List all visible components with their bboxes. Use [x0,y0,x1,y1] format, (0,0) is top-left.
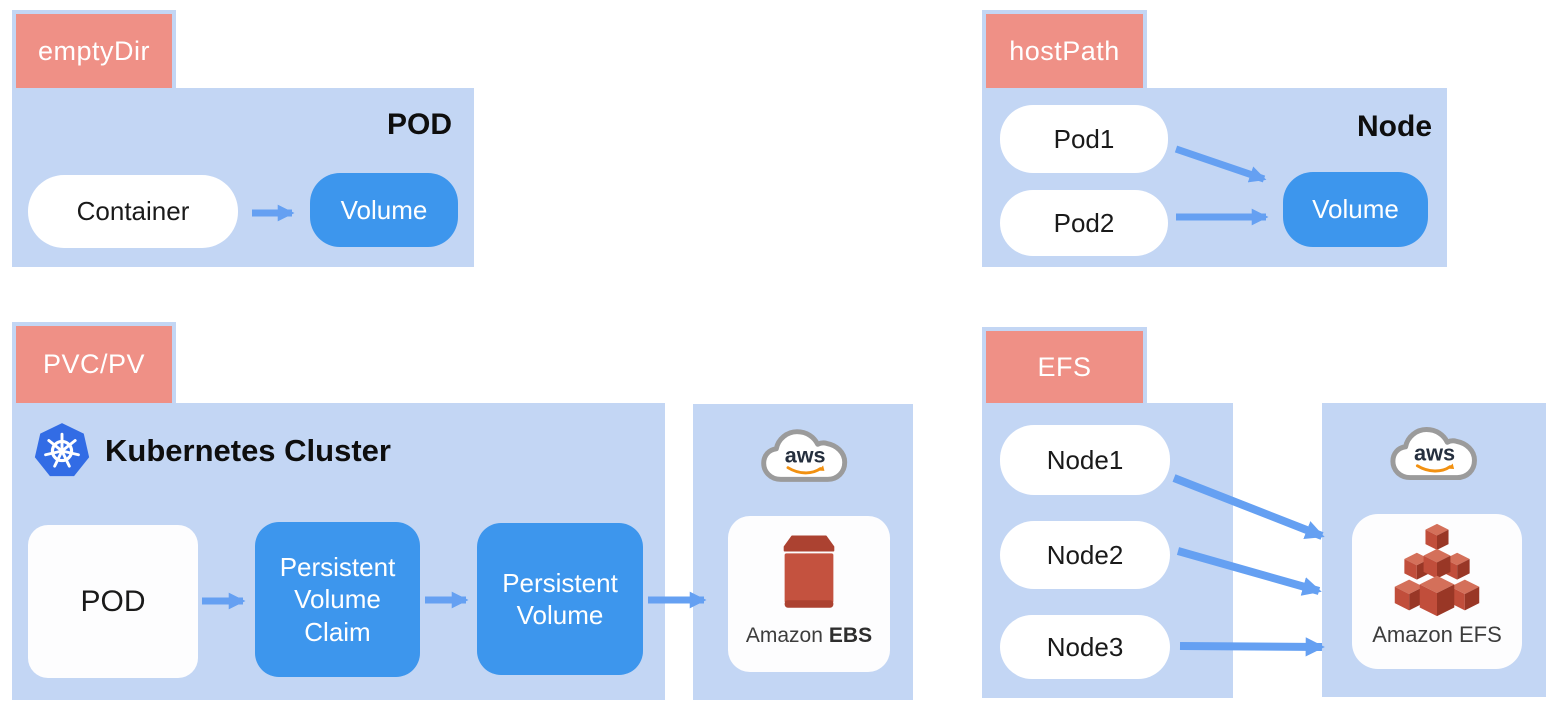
emptydir-pod-title: POD [386,108,452,141]
aws-cloud-icon: aws [1390,427,1477,481]
cluster-title: Kubernetes Cluster [105,433,391,468]
emptydir-tab-holder: emptyDir [12,10,176,88]
amazon-ebs-icon [783,535,835,608]
emptydir-tab: emptyDir [16,14,172,88]
pvc-box: Persistent Volume Claim [255,522,420,677]
amazon-efs-card: Amazon EFS [1352,514,1522,669]
section-pvcpv: PVC/PV Kubernetes Cluster [12,322,665,700]
hostpath-tab-holder: hostPath [982,10,1147,88]
emptydir-volume-label: Volume [340,194,428,225]
aws-cloud-icon: aws [761,429,848,482]
emptydir-volume-box: Volume [310,173,458,247]
node3-label: Node3 [1046,631,1124,662]
hostpath-node-title: Node [1357,110,1432,143]
amazon-efs-icon [1394,523,1480,617]
pvcpv-tab-label: PVC/PV [42,349,146,379]
node1-box: Node1 [1000,425,1170,495]
pvc-pod-box: POD [28,525,198,678]
ebs-label-regular: Amazon [745,624,823,647]
hostpath-tab: hostPath [986,14,1143,88]
container-box: Container [28,175,238,248]
pvc-pod-label: POD [80,584,146,618]
pv-label: Persistent Volume [502,567,618,631]
aws-wordmark: aws [1414,440,1455,465]
pvcpv-tab: PVC/PV [16,326,172,403]
ebs-label-bold: EBS [828,624,873,647]
pod1-box: Pod1 [1000,105,1168,173]
pv-box: Persistent Volume [477,523,643,675]
pvc-label: Persistent Volume Claim [279,551,396,647]
container-label: Container [76,196,190,226]
node2-label: Node2 [1046,539,1124,570]
section-efs: EFS Node1 Node2 Node3 [982,322,1233,698]
efs-tab: EFS [986,331,1143,403]
hostpath-volume-box: Volume [1283,172,1428,247]
cluster-header: Kubernetes Cluster [33,421,391,481]
efs-tab-holder: EFS [982,327,1147,403]
node3-box: Node3 [1000,615,1170,679]
efs-label: Amazon EFS [1372,622,1502,647]
pod2-label: Pod2 [1053,207,1115,238]
section-hostpath: hostPath Node Pod1 Pod2 Volume [982,10,1447,267]
pod1-label: Pod1 [1053,123,1115,154]
aws-wordmark: aws [785,442,826,467]
node1-label: Node1 [1046,444,1124,475]
efs-tab-label: EFS [1037,351,1092,382]
pvcpv-tab-holder: PVC/PV [12,322,176,403]
kubernetes-logo-icon [34,423,90,477]
emptydir-tab-label: emptyDir [37,35,150,66]
section-emptydir: emptyDir POD Container Volume [12,10,474,267]
pod2-box: Pod2 [1000,190,1168,256]
panel-aws-efs: aws [1322,403,1546,697]
hostpath-volume-label: Volume [1312,194,1399,225]
hostpath-tab-label: hostPath [1009,35,1120,66]
node2-box: Node2 [1000,521,1170,589]
